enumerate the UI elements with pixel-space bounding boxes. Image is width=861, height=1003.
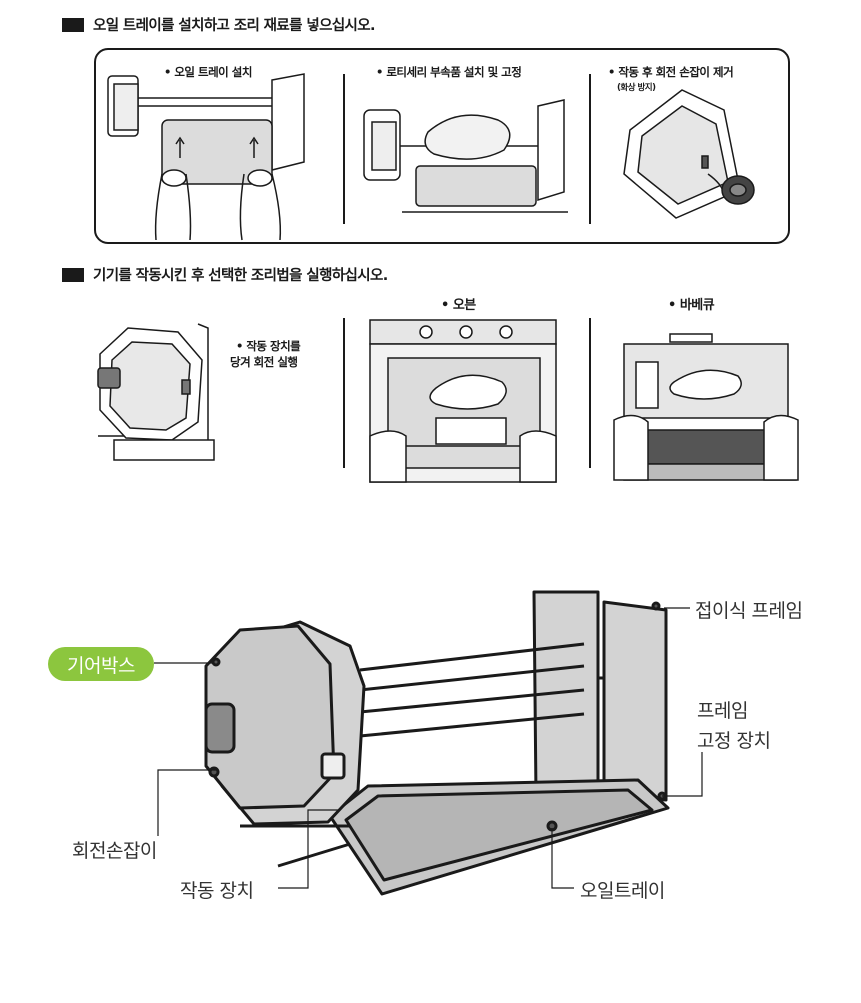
oil-tray-label: 오일트레이 (580, 880, 665, 902)
heading-square-icon (62, 267, 84, 282)
step-install-oil-tray: • 오일 트레이 설치 (164, 65, 252, 79)
operating-device-label: 작동 장치 (180, 880, 254, 902)
frame-lock-label-line1: 프레임 (697, 700, 748, 722)
gearbox-label-pill: 기어박스 (48, 647, 154, 681)
step-install-rotisserie: • 로티세리 부속품 설치 및 고정 (376, 65, 522, 79)
illustration-bbq (613, 333, 799, 481)
oven-caption: • 오븐 (441, 298, 476, 313)
heading-square-icon (62, 17, 84, 32)
panel-divider-2 (589, 74, 591, 224)
rotation-knob-label: 회전손잡이 (72, 840, 157, 862)
bbq-caption: • 바베큐 (668, 298, 715, 313)
section1-title: 오일 트레이를 설치하고 조리 재료를 넣으십시오. (93, 18, 376, 34)
illustration-oil-tray-install (107, 73, 305, 241)
section1-panel (94, 48, 790, 244)
step-pull-lever-line2: 당겨 회전 실행 (230, 355, 298, 369)
step-remove-knob: • 작동 후 회전 손잡이 제거 (608, 65, 734, 79)
section2-title: 기기를 작동시킨 후 선택한 조리법을 실행하십시오. (93, 268, 388, 284)
panel-divider-1 (343, 74, 345, 224)
illustration-knob-remove (623, 89, 755, 219)
illustration-oven (369, 319, 557, 483)
step-remove-knob-note: (화상 방지) (617, 83, 656, 93)
step-pull-lever-line1: • 작동 장치를 (236, 339, 301, 353)
section2-divider-1 (343, 318, 345, 468)
section1-heading: 오일 트레이를 설치하고 조리 재료를 넣으십시오. (62, 14, 376, 35)
illustration-gearbox-operate (97, 323, 215, 461)
folding-frame-label: 접이식 프레임 (695, 600, 803, 622)
rotisserie-main-diagram (204, 590, 670, 896)
section2-divider-2 (589, 318, 591, 468)
illustration-rotisserie-install (363, 99, 568, 213)
section2-heading: 기기를 작동시킨 후 선택한 조리법을 실행하십시오. (62, 264, 388, 285)
frame-lock-label-line2: 고정 장치 (697, 730, 771, 752)
